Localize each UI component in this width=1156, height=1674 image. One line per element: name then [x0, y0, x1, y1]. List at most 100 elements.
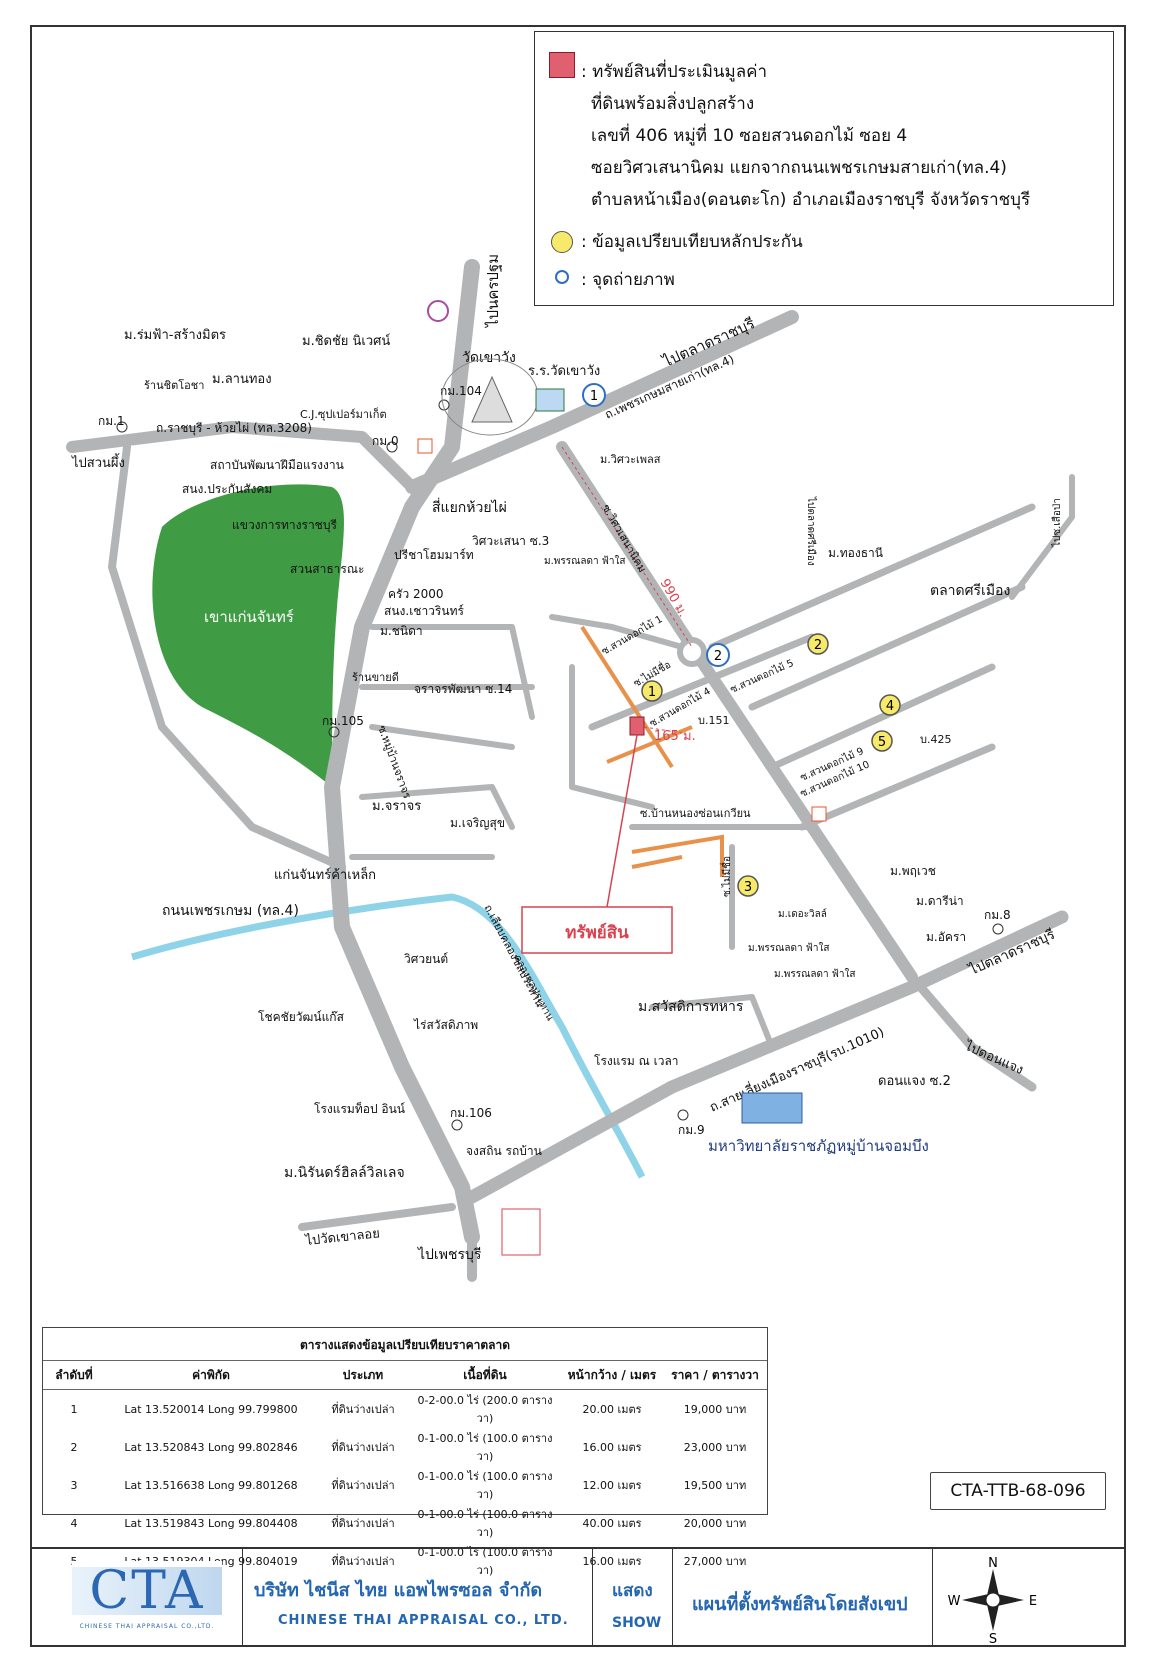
label-office-chao: สนง.เชาวรินทร์: [384, 604, 464, 618]
temple-icon: [471, 375, 513, 423]
cell-price: 19,500 บาท: [683, 1479, 747, 1492]
orange-roads: [580, 625, 724, 877]
location-map: ทรัพย์สิน 1 2 3 4 5 1 2: [66, 254, 1075, 1282]
table-row: 2 Lat 13.520843 Long 99.802846 ที่ดินว่า…: [43, 1428, 767, 1466]
property-marker: [629, 716, 645, 736]
cell-area: 0-2-00.0 ไร่ (200.0 ตารางวา): [417, 1394, 553, 1425]
label-to-don-chaeng: ไปดอนแจง: [961, 1038, 1025, 1078]
map-sheet: ทรัพย์สิน 1 2 3 4 5 1 2: [30, 25, 1126, 1647]
label-km8: กม.8: [984, 908, 1011, 922]
compass-e: E: [1029, 1594, 1037, 1609]
label-skill-institute: สถาบันพัฒนาฝีมือแรงงาน: [210, 458, 344, 472]
svg-text:1: 1: [590, 389, 598, 404]
km-markers: [116, 399, 1004, 1131]
company-name-en: CHINESE THAI APPRAISAL CO., LTD.: [278, 1613, 569, 1628]
table-header-row: ลำดับที่ ค่าพิกัด ประเภท เนื้อที่ดิน หน้…: [43, 1361, 767, 1390]
cell-price: 19,000 บาท: [683, 1403, 747, 1416]
university-icon: [741, 1092, 803, 1124]
svg-text:1: 1: [648, 685, 656, 700]
legend-box: : ทรัพย์สินที่ประเมินมูลค่า ที่ดินพร้อมส…: [534, 31, 1114, 306]
comparison-marker-2: 2: [807, 633, 829, 655]
label-house-425: บ.425: [920, 733, 951, 746]
label-m-chidchai: ม.ชิดชัย นิเวศน์: [302, 333, 390, 349]
table-row: 3 Lat 13.516638 Long 99.801268 ที่ดินว่า…: [43, 1466, 767, 1504]
cell-frontage: 12.00 เมตร: [582, 1479, 642, 1492]
label-m-akhara: ม.อัครา: [926, 930, 966, 944]
cell-no: 1: [70, 1402, 78, 1416]
legend-line-5: ตำบลหน้าเมือง(ดอนตะโก) อำเภอเมืองราชบุรี…: [591, 190, 1031, 210]
label-m-phannalada-3: ม.พรรณลดา ฟ้าใส: [774, 968, 855, 980]
cell-no: 4: [70, 1516, 78, 1530]
comparison-marker-3: 3: [737, 875, 759, 897]
cell-type: ที่ดินว่างเปล่า: [331, 1403, 395, 1416]
label-m-charoen: ม.เจริญสุข: [450, 816, 505, 831]
cell-area: 0-1-00.0 ไร่ (100.0 ตารางวา): [417, 1470, 553, 1501]
road-ratchaburi-huai-phai: [66, 421, 418, 493]
cell-no: 2: [70, 1440, 78, 1454]
cta-logo: CTA CHINESE THAI APPRAISAL CO.,LTD.: [72, 1561, 222, 1633]
label-to-nakhon-pathom: ไปนครปฐม: [484, 254, 502, 328]
cell-coords: Lat 13.516638 Long 99.801268: [124, 1478, 298, 1492]
comparison-dot-icon: [551, 231, 573, 253]
comparison-marker-5: 5: [871, 730, 893, 752]
photo-marker-2: 2: [706, 643, 730, 667]
label-preecha-home: ปรีชาโฮมมาร์ท: [394, 548, 474, 562]
comparison-table-grid: ลำดับที่ ค่าพิกัด ประเภท เนื้อที่ดิน หน้…: [43, 1361, 767, 1580]
label-phetkasem-road: ถนนเพชรเกษม (ทล.4): [162, 903, 299, 919]
label-chokchai: โชคชัยวัฒน์แก๊ส: [258, 1010, 345, 1024]
road-wisawa-nikom: [556, 441, 918, 983]
property-label-box: [521, 906, 673, 954]
label-suan-dok-mai-1: ซ.สวนดอกไม้ 1: [600, 613, 665, 658]
label-talat-si-mueang: ตลาดศรีเมือง: [930, 583, 1010, 599]
show-label-th: แสดง: [612, 1581, 653, 1601]
cell-type: ที่ดินว่างเปล่า: [331, 1555, 395, 1568]
road-don-chaeng: [907, 972, 1037, 1092]
label-m-sawatdikan: ม.สวัสดิการทหาร: [638, 999, 744, 1015]
label-c-market: C.J.ซุปเปอร์มาเก็ต: [300, 407, 387, 421]
property-swatch: [549, 52, 575, 78]
svg-text:2: 2: [814, 638, 822, 653]
label-shop-khai: ร้านขายดี: [352, 671, 399, 684]
label-wisawa-sena-3: วิศวะเสนา ซ.3: [472, 534, 550, 548]
compass-icon: N S W E: [948, 1557, 1037, 1643]
header-frontage: หน้ากว้าง / เมตร: [561, 1361, 663, 1390]
road-phetkasem-ns: [324, 259, 480, 1245]
map-labels: ไปนครปฐม ไปตลาดราชบุรี ถ.เพชรเกษมสายเก่า…: [71, 254, 1063, 1263]
roundabout: [677, 637, 707, 667]
label-shop-chitchol: ร้านชิตโอชา: [144, 378, 204, 392]
label-m-wisawa-phon: ม.วิศวะเพลส: [600, 453, 661, 466]
road-network: [66, 259, 1075, 1282]
label-dist-165: 165 ม.: [654, 729, 696, 744]
compass-s: S: [989, 1632, 997, 1643]
label-mai-mi-chue-2: ซ.ไม่มีชื่อ: [719, 856, 733, 897]
comparison-marker-1: 1: [641, 680, 663, 702]
comparison-markers: 1 2 3 4 5: [641, 633, 901, 897]
cell-frontage: 20.00 เมตร: [582, 1403, 642, 1416]
label-highway-dept: แขวงการทางราชบุรี: [232, 518, 337, 533]
camera-icon: [555, 270, 569, 284]
label-km9: กม.9: [678, 1123, 705, 1137]
photo-marker-1: 1: [582, 383, 606, 407]
label-social-security: สนง.ประกันสังคม: [182, 482, 272, 496]
header-no: ลำดับที่: [43, 1361, 105, 1390]
label-don-chaeng-2: ดอนแจง ซ.2: [878, 1074, 951, 1089]
cell-type: ที่ดินว่างเปล่า: [331, 1479, 395, 1492]
header-area: เนื้อที่ดิน: [409, 1361, 561, 1390]
comparison-marker-4: 4: [879, 694, 901, 716]
svg-text:5: 5: [878, 735, 886, 750]
label-si-yaek: สี่แยกห้วยไผ่: [432, 498, 507, 516]
map-area: ทรัพย์สิน 1 2 3 4 5 1 2: [32, 27, 1124, 1577]
compass-n: N: [988, 1557, 998, 1571]
label-m-chanida: ม.ชนิดา: [380, 624, 423, 638]
cell-coords: Lat 13.520014 Long 99.799800: [124, 1402, 298, 1416]
label-ratchaburi-huai-phai: ถ.ราชบุรี - ห้วยไผ่ (ทล.3208): [156, 421, 312, 436]
compass-w: W: [948, 1594, 961, 1609]
label-m-lanthong: ม.ลานทอง: [212, 372, 272, 387]
header-coords: ค่าพิกัด: [105, 1361, 317, 1390]
legend-line-1: : ทรัพย์สินที่ประเมินมูลค่า: [581, 62, 768, 82]
label-to-phetchaburi: ไปเพชรบุรี: [417, 1246, 482, 1263]
school-icon: [535, 388, 565, 412]
label-m-de-ville: ม.เดอะวิลล์: [778, 908, 827, 920]
label-hotel-na-wela: โรงแรม ณ เวลา: [594, 1054, 679, 1068]
canal: [130, 893, 646, 1179]
